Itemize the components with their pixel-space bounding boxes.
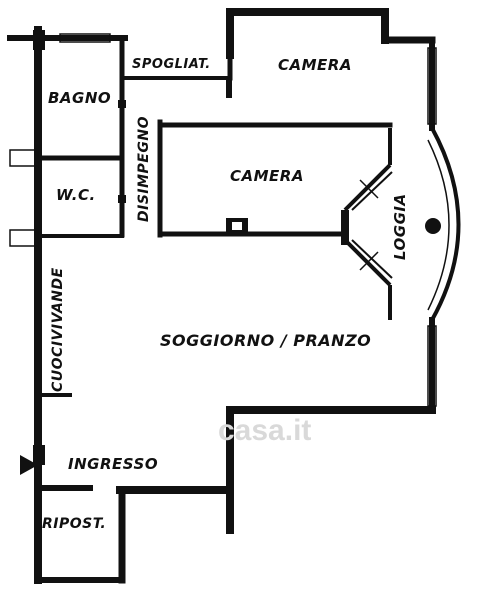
label-cuocivivande: CUOCIVIVANDE xyxy=(50,267,66,392)
loggia-arc xyxy=(430,127,461,321)
label-camera-mid: CAMERA xyxy=(230,167,304,185)
exterior-walls xyxy=(7,8,436,584)
door-jamb-2 xyxy=(118,100,126,108)
window-left-wc xyxy=(9,229,39,247)
label-loggia: LOGGIA xyxy=(391,193,409,260)
label-bagno: BAGNO xyxy=(48,89,111,107)
loggia-window-hatch-1 xyxy=(359,179,379,199)
loggia-bay xyxy=(341,127,461,321)
windows xyxy=(9,33,437,475)
window-left-bagno xyxy=(9,149,39,167)
pillar-1 xyxy=(33,30,45,50)
loggia-arc-inner xyxy=(427,139,450,311)
details xyxy=(33,30,248,465)
entrance-door-marker xyxy=(20,455,38,475)
door-jamb-1 xyxy=(226,80,232,98)
door-jamb-3 xyxy=(118,195,126,203)
watermark-text: casa.it xyxy=(218,414,311,447)
pillar-2 xyxy=(33,445,45,465)
loggia-window-hatch-2 xyxy=(359,251,379,271)
label-ingresso: INGRESSO xyxy=(68,455,158,473)
label-disimpegno: DISIMPEGNO xyxy=(136,116,152,222)
label-ripostiglio: RIPOST. xyxy=(42,516,106,532)
window-top-left xyxy=(59,33,111,43)
label-wc: W.C. xyxy=(56,186,96,204)
label-soggiorno: SOGGIORNO / PRANZO xyxy=(160,331,371,350)
label-camera-top: CAMERA xyxy=(278,56,352,74)
loggia-column xyxy=(425,218,441,234)
label-spogliatoio: SPOGLIAT. xyxy=(132,57,211,72)
chimney-inner xyxy=(232,222,242,230)
